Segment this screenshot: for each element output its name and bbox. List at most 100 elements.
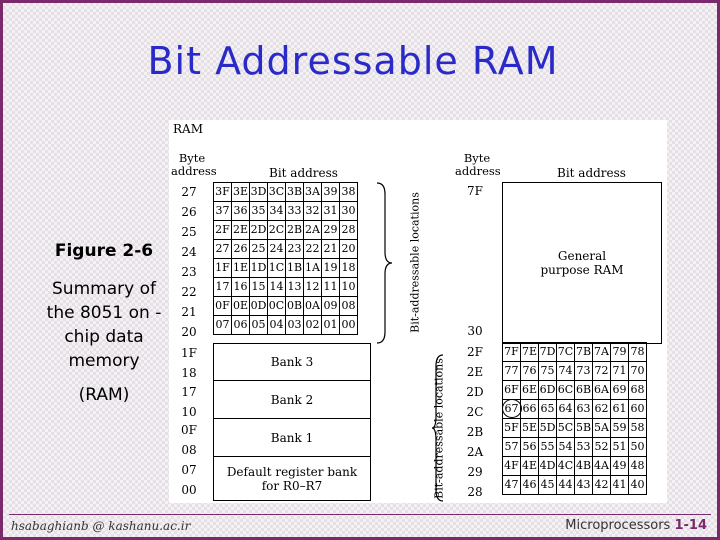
bit-cell: 0C (267, 296, 286, 316)
bit-cell: 27 (213, 239, 232, 259)
left-byte-address-label: Byte address (171, 151, 217, 178)
footer-divider (9, 514, 711, 515)
bit-cell: 50 (628, 437, 647, 457)
bit-cell: 08 (339, 296, 358, 316)
bit-cell: 66 (520, 399, 539, 419)
bit-cell: 7A (592, 342, 611, 362)
bit-cell: 01 (321, 315, 340, 335)
ram-label: RAM (173, 122, 203, 136)
bit-cell: 3F (213, 182, 232, 202)
left-bit-address-label: Bit address (269, 166, 338, 180)
byte-address: 21 (181, 305, 197, 319)
figure-summary: Summary of the 8051 on -chip data memory (46, 279, 162, 371)
bit-cell: 0A (303, 296, 322, 316)
bit-cell: 1F (213, 258, 232, 278)
bit-cell: 5D (538, 418, 557, 438)
bit-cell: 32 (303, 201, 322, 221)
bit-cell: 72 (592, 361, 611, 381)
bit-cell: 64 (556, 399, 575, 419)
bit-cell: 26 (231, 239, 250, 259)
bit-cell: 12 (303, 277, 322, 297)
bit-cell: 52 (592, 437, 611, 457)
bit-cell: 30 (339, 201, 358, 221)
bit-cell: 29 (321, 220, 340, 240)
bit-cell: 6D (538, 380, 557, 400)
byte-address: 26 (181, 205, 197, 219)
bit-cell: 35 (249, 201, 268, 221)
bit-cell: 7D (538, 342, 557, 362)
bit-cell: 58 (628, 418, 647, 438)
bit-cell: 75 (538, 361, 557, 381)
bit-cell: 69 (610, 380, 629, 400)
bit-cell: 5B (574, 418, 593, 438)
bit-cell: 46 (520, 475, 539, 495)
bit-cell: 63 (574, 399, 593, 419)
bit-cell: 38 (339, 182, 358, 202)
bit-cell: 2F (213, 220, 232, 240)
bank-0-default: Default register bank for R0–R7 (213, 457, 371, 501)
bit-cell: 5E (520, 418, 539, 438)
bit-cell: 0D (249, 296, 268, 316)
bit-cell: 00 (339, 315, 358, 335)
bit-cell: 7B (574, 342, 593, 362)
bit-cell: 33 (285, 201, 304, 221)
bit-cell: 2D (249, 220, 268, 240)
bit-cell: 55 (538, 437, 557, 457)
bit-cell: 39 (321, 182, 340, 202)
bit-cell: 4D (538, 456, 557, 476)
right-top-address: 7F (467, 184, 483, 198)
byte-address: 27 (181, 185, 197, 199)
right-bit-address-label: Bit address (557, 166, 626, 180)
bit-cell: 61 (610, 399, 629, 419)
byte-address: 20 (181, 325, 197, 339)
byte-address: 2F (467, 345, 483, 359)
bit-cell: 1B (285, 258, 304, 278)
highlight-circle (502, 399, 522, 418)
bit-cell: 43 (574, 475, 593, 495)
left-side-label: Bit-addressable locations (408, 192, 422, 333)
byte-address: 2A (466, 445, 484, 459)
bit-cell: 1E (231, 258, 250, 278)
bit-cell: 17 (213, 277, 232, 297)
footer-course-name: Microprocessors (565, 518, 671, 533)
bit-cell: 78 (628, 342, 647, 362)
bit-cell: 11 (321, 277, 340, 297)
bank-address: 1F (181, 346, 197, 360)
bit-cell: 62 (592, 399, 611, 419)
bit-cell: 3D (249, 182, 268, 202)
bit-cell: 0F (213, 296, 232, 316)
bit-cell: 3E (231, 182, 250, 202)
byte-address: 23 (181, 265, 197, 279)
bit-cell: 41 (610, 475, 629, 495)
bit-cell: 74 (556, 361, 575, 381)
bit-cell: 19 (321, 258, 340, 278)
bit-cell: 40 (628, 475, 647, 495)
bit-cell: 6E (520, 380, 539, 400)
bit-cell: 54 (556, 437, 575, 457)
bit-cell: 1D (249, 258, 268, 278)
bank-1: Bank 1 (213, 419, 371, 457)
bit-cell: 1C (267, 258, 286, 278)
bit-cell: 15 (249, 277, 268, 297)
bit-cell: 77 (502, 361, 521, 381)
bank-address: 00 (181, 483, 197, 497)
bit-cell: 10 (339, 277, 358, 297)
bank-address: 17 (181, 385, 197, 399)
bit-cell: 20 (339, 239, 358, 259)
bit-cell: 6C (556, 380, 575, 400)
bit-cell: 56 (520, 437, 539, 457)
general-purpose-ram: General purpose RAM (502, 182, 662, 344)
bit-cell: 31 (321, 201, 340, 221)
bit-cell: 70 (628, 361, 647, 381)
